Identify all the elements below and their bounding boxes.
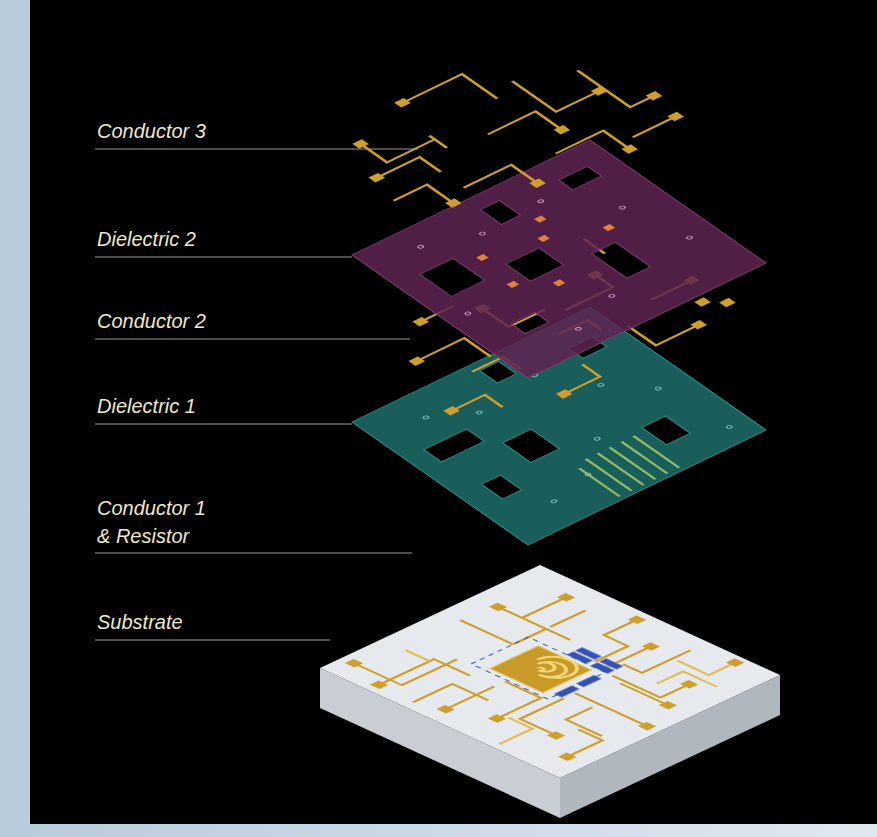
layer-label: Substrate: [97, 608, 183, 636]
conductor-3: [311, 23, 698, 240]
substrate: [320, 565, 780, 818]
conductor-1: [334, 570, 769, 771]
layer-label: Conductor 2: [97, 307, 206, 335]
layer-label: Dielectric 1: [97, 392, 196, 420]
leader-lines: [95, 149, 418, 640]
layer-label: Conductor 3: [97, 117, 206, 145]
layer-label: Conductor 1 & Resistor: [97, 494, 214, 550]
dielectric-2: [352, 140, 766, 378]
layer-label: Dielectric 2: [97, 225, 196, 253]
